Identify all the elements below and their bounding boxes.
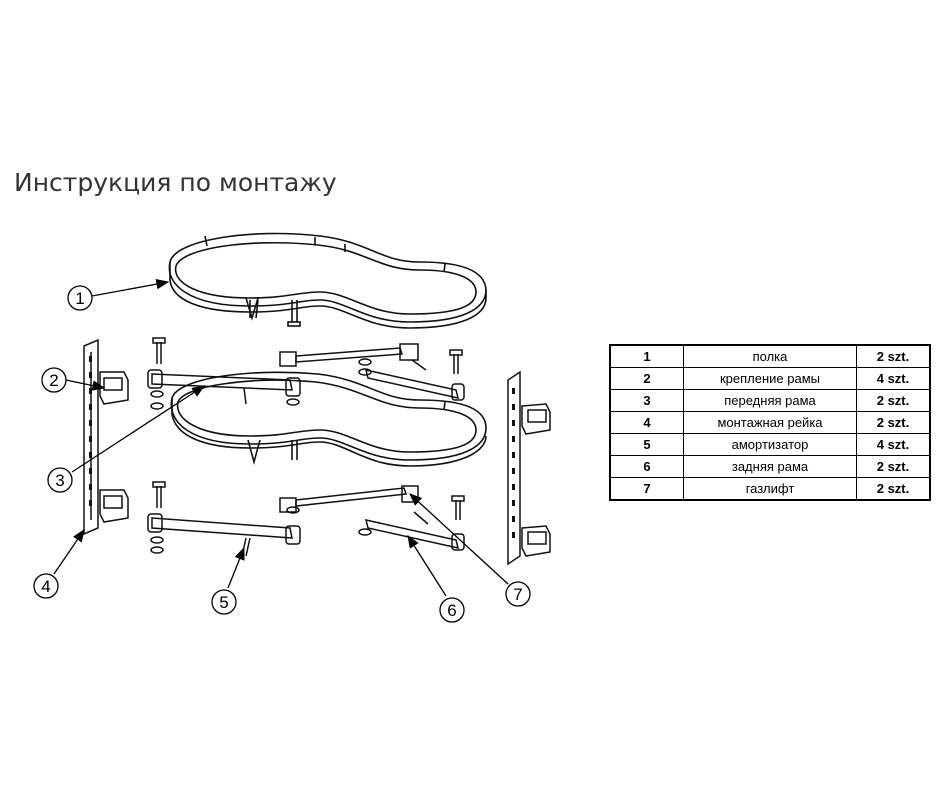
part-number: 1 — [609, 344, 684, 368]
part-name: полка — [683, 344, 857, 368]
part-name: передняя рама — [683, 389, 857, 412]
callout-leaders — [53, 279, 509, 597]
part-quantity: 2 szt. — [856, 477, 931, 501]
callout-2: 2 — [41, 367, 67, 393]
svg-text:1: 1 — [75, 289, 84, 308]
table-row: 3 передняя рама 2 szt. — [609, 389, 931, 412]
part-name: монтажная рейка — [683, 411, 857, 434]
table-row: 2 крепление рамы 4 szt. — [609, 367, 931, 390]
callout-1: 1 — [67, 285, 93, 311]
part-quantity: 4 szt. — [856, 433, 931, 456]
table-row: 6 задняя рама 2 szt. — [609, 455, 931, 478]
front-frame-lower — [147, 481, 301, 557]
rear-frame-upper — [279, 343, 465, 401]
mounting-rail-left — [83, 338, 129, 536]
callout-6: 6 — [439, 597, 465, 623]
parts-table: 1 полка 2 szt. 2 крепление рамы 4 szt. 3… — [609, 344, 931, 501]
part-name: крепление рамы — [683, 367, 857, 390]
front-frame-upper — [147, 337, 301, 410]
callout-7: 7 — [505, 581, 531, 607]
page-title: Инструкция по монтажу — [14, 168, 337, 197]
svg-text:4: 4 — [41, 577, 50, 596]
mounting-rail-right — [507, 370, 551, 566]
part-quantity: 2 szt. — [856, 389, 931, 412]
part-number: 5 — [609, 433, 684, 456]
part-quantity: 2 szt. — [856, 411, 931, 434]
svg-text:3: 3 — [55, 471, 64, 490]
svg-text:7: 7 — [513, 585, 522, 604]
callout-5: 5 — [211, 589, 237, 615]
part-name: задняя рама — [683, 455, 857, 478]
part-name: амортизатор — [683, 433, 857, 456]
table-row: 4 монтажная рейка 2 szt. — [609, 411, 931, 434]
table-row: 5 амортизатор 4 szt. — [609, 433, 931, 456]
part-name: газлифт — [683, 477, 857, 501]
part-number: 3 — [609, 389, 684, 412]
part-quantity: 2 szt. — [856, 455, 931, 478]
svg-text:5: 5 — [219, 593, 228, 612]
part-quantity: 2 szt. — [856, 344, 931, 368]
part-number: 2 — [609, 367, 684, 390]
part-number: 4 — [609, 411, 684, 434]
callout-4: 4 — [33, 573, 59, 599]
shelf-top — [168, 232, 487, 329]
shelf-middle — [170, 371, 487, 467]
svg-text:2: 2 — [49, 371, 58, 390]
svg-text:6: 6 — [447, 601, 456, 620]
part-number: 7 — [609, 477, 684, 501]
part-number: 6 — [609, 455, 684, 478]
table-row: 7 газлифт 2 szt. — [609, 477, 931, 501]
callout-3: 3 — [47, 467, 73, 493]
table-row: 1 полка 2 szt. — [609, 344, 931, 368]
part-quantity: 4 szt. — [856, 367, 931, 390]
